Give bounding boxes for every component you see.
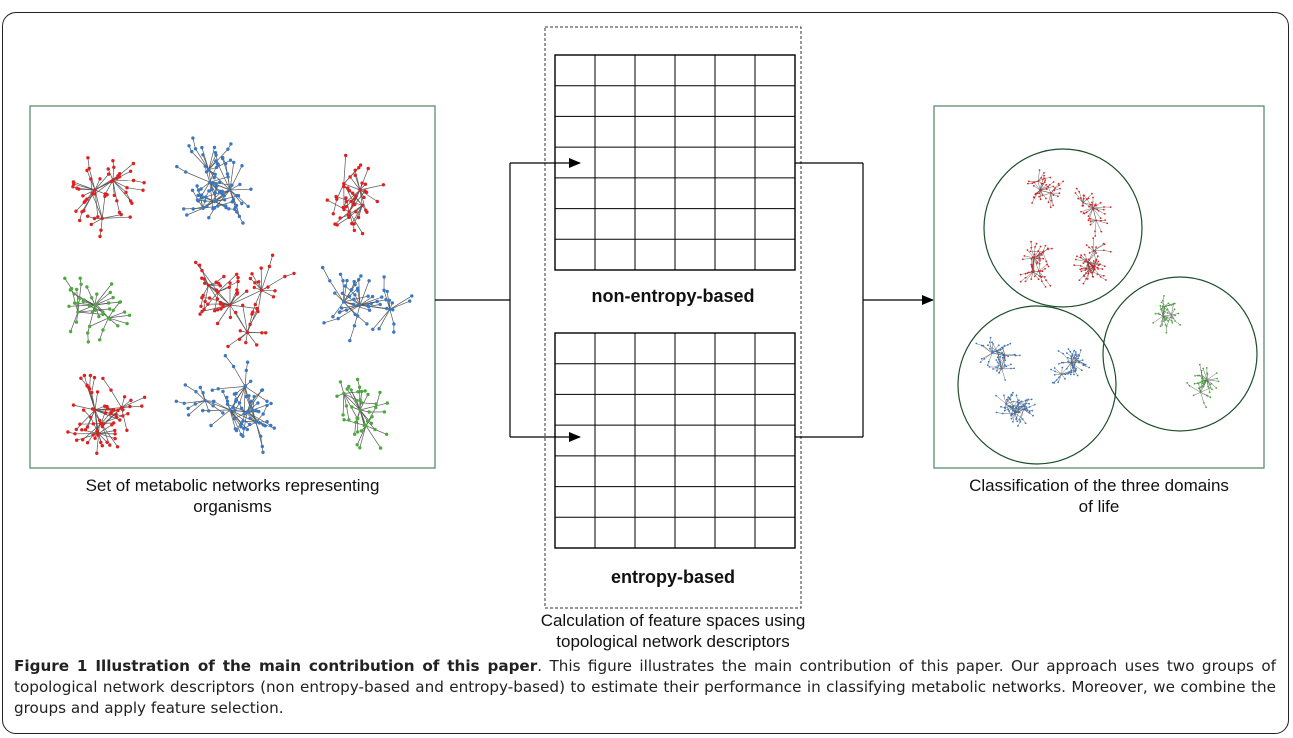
figure-caption: Figure 1 Illustration of the main contri… bbox=[14, 656, 1276, 719]
output-caption-line-1: Classification of the three domains bbox=[969, 476, 1229, 495]
feature-caption-line-2: topological network descriptors bbox=[556, 632, 790, 651]
input-panel-caption: Set of metabolic networks representing o… bbox=[30, 475, 435, 517]
flow-connectors bbox=[435, 158, 934, 442]
non-entropy-feature-grid bbox=[554, 54, 796, 271]
figure-frame bbox=[2, 12, 1289, 734]
cluster-circle-green bbox=[1102, 276, 1258, 432]
feature-space-container bbox=[544, 26, 802, 609]
pipeline-diagram bbox=[29, 26, 1265, 609]
feature-panel-caption: Calculation of feature spaces using topo… bbox=[520, 610, 826, 652]
output-caption-line-2: of life bbox=[1078, 497, 1120, 516]
non-entropy-grid-label: non-entropy-based bbox=[591, 286, 755, 306]
input-caption-line-2: organisms bbox=[193, 497, 272, 516]
figure-caption-label: Figure 1 Illustration of the main contri… bbox=[14, 657, 538, 675]
metabolic-network-thumbnails bbox=[63, 136, 414, 455]
entropy-feature-grid bbox=[554, 332, 796, 549]
input-caption-line-1: Set of metabolic networks representing bbox=[85, 476, 380, 495]
cluster-circle-blue bbox=[957, 305, 1117, 465]
entropy-grid-label: entropy-based bbox=[610, 567, 736, 587]
output-panel-caption: Classification of the three domains of l… bbox=[934, 475, 1264, 517]
clustered-networks bbox=[975, 169, 1220, 427]
feature-caption-line-1: Calculation of feature spaces using bbox=[540, 611, 806, 630]
figure-caption-text: . This figure illustrates the main contr… bbox=[14, 657, 1276, 717]
cluster-circle-red bbox=[983, 148, 1143, 308]
classification-panel bbox=[933, 105, 1265, 469]
